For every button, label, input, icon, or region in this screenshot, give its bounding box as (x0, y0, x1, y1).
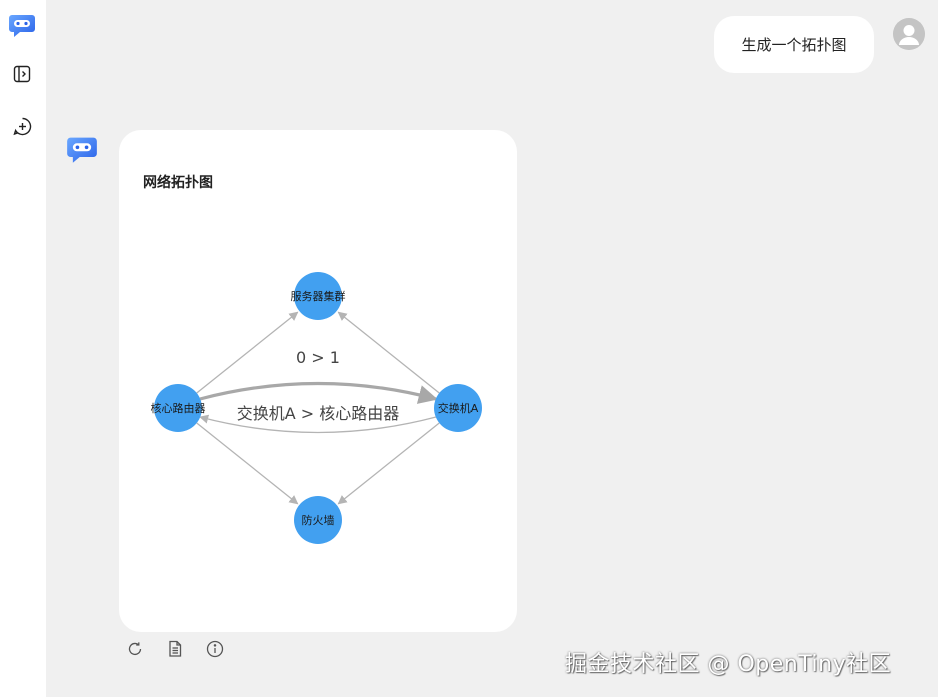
graph-node-firewall[interactable] (294, 496, 342, 544)
edge-label: 交换机A > 核心路由器 (237, 404, 400, 423)
graph-edge (199, 414, 437, 434)
card-title: 网络拓扑图 (143, 175, 213, 191)
bot-avatar-icon (66, 134, 98, 166)
graph-edge (337, 422, 440, 505)
user-message-text: 生成一个拓扑图 (741, 36, 847, 54)
copy-document-icon[interactable] (164, 638, 186, 660)
graph-edge (196, 422, 299, 505)
graph-node-switch[interactable] (434, 384, 482, 432)
graph-edge (199, 381, 438, 404)
node-label: 交换机A (438, 401, 479, 415)
refresh-icon[interactable] (124, 638, 146, 660)
robot-chat-icon[interactable] (7, 10, 37, 40)
user-message-bubble: 生成一个拓扑图 (714, 16, 874, 73)
graph-node-router[interactable] (154, 384, 202, 432)
bot-message-card: 网络拓扑图 0 > 1 交换机A > 核心路由器 服务器集群核心路由器 交换机A 防火… (119, 130, 517, 632)
edge-label: 0 > 1 (296, 348, 340, 367)
sidebar (0, 0, 46, 697)
info-icon[interactable] (204, 638, 226, 660)
watermark: 掘金技术社区 @ OpenTiny社区 (565, 652, 892, 677)
new-chat-plus-icon[interactable] (7, 111, 37, 141)
sidebar-toggle-icon[interactable] (7, 59, 37, 89)
node-label: 核心路由器 (151, 401, 206, 415)
graph-edge (337, 311, 440, 394)
node-label: 防火墙 (302, 513, 335, 527)
node-label: 服务器集群 (291, 289, 346, 303)
graph-edge (196, 311, 299, 394)
graph-node-server[interactable] (294, 272, 342, 320)
user-avatar[interactable] (893, 18, 925, 50)
